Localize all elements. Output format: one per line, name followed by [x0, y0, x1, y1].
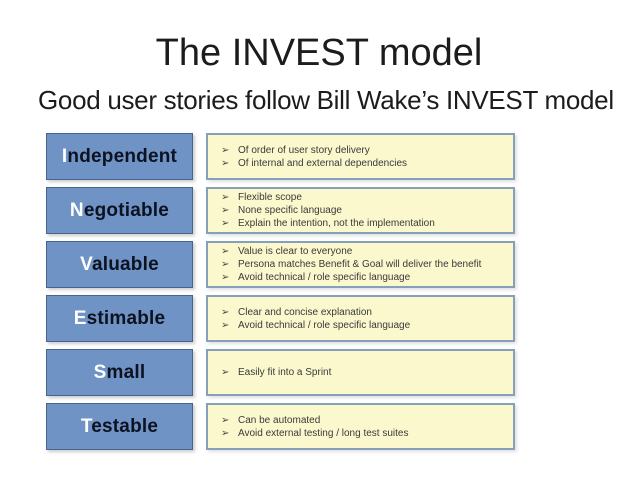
- bullet-item: ➢ Of internal and external dependencies: [221, 157, 507, 170]
- arrow-bullet-icon: ➢: [221, 192, 230, 203]
- term-box-estimable: Estimable: [46, 295, 193, 342]
- bullet-item: ➢ Avoid technical / role specific languag…: [221, 271, 507, 284]
- arrow-bullet-icon: ➢: [221, 259, 230, 270]
- term-label: Independent: [62, 146, 177, 168]
- bullet-text: Can be automated: [238, 414, 321, 426]
- page-title: The INVEST model: [155, 32, 483, 74]
- arrow-bullet-icon: ➢: [221, 144, 230, 156]
- bullet-item: ➢ Avoid external testing / long test suit…: [221, 427, 507, 440]
- term-box-testable: Testable: [46, 403, 193, 450]
- term-rest: egotiable: [83, 199, 170, 221]
- term-label: Negotiable: [70, 200, 169, 222]
- bullet-item: ➢ Can be automated: [221, 414, 507, 427]
- term-rest: stimable: [86, 307, 166, 329]
- arrow-bullet-icon: ➢: [221, 246, 230, 257]
- bullet-text: Clear and concise explanation: [238, 306, 372, 318]
- note-box-small: ➢ Easily fit into a Sprint: [206, 349, 515, 396]
- term-label: Estimable: [74, 308, 166, 330]
- bullet-item: ➢ Persona matches Benefit & Goal will del…: [221, 258, 507, 271]
- note-box-negotiable: ➢Flexible scope ➢None specific language …: [206, 187, 515, 234]
- invest-row-small: Small ➢ Easily fit into a Sprint: [46, 349, 515, 396]
- term-label: Testable: [81, 416, 158, 438]
- term-first-letter: N: [69, 199, 84, 221]
- bullet-item: ➢ Clear and concise explanation: [221, 306, 507, 319]
- arrow-bullet-icon: ➢: [221, 157, 230, 169]
- invest-row-valuable: Valuable ➢ Value is clear to everyone ➢ Pe…: [46, 241, 515, 288]
- invest-row-independent: Independent ➢ Of order of user story deli…: [46, 133, 515, 180]
- bullet-item: ➢ Avoid technical / role specific languag…: [221, 319, 507, 332]
- bullet-item: ➢ Of order of user story delivery: [221, 144, 507, 157]
- subtitle: Good user stories follow Bill Wake’s INV…: [38, 85, 614, 115]
- arrow-bullet-icon: ➢: [221, 427, 230, 439]
- bullet-item: ➢ Value is clear to everyone: [221, 245, 507, 258]
- term-first-letter: E: [73, 307, 87, 329]
- term-box-independent: Independent: [46, 133, 193, 180]
- bullet-item: ➢ Explain the intention, not the implemen…: [221, 217, 507, 230]
- term-box-negotiable: Negotiable: [46, 187, 193, 234]
- bullet-text: Explain the intention, not the implement…: [238, 218, 435, 229]
- term-rest: ndependent: [67, 145, 178, 167]
- note-box-valuable: ➢ Value is clear to everyone ➢ Persona mat…: [206, 241, 515, 288]
- note-box-testable: ➢ Can be automated ➢ Avoid external testin…: [206, 403, 515, 450]
- term-label: Valuable: [80, 254, 159, 276]
- bullet-text: Flexible scope: [238, 192, 302, 203]
- bullet-text: Of order of user story delivery: [238, 144, 370, 156]
- term-first-letter: S: [93, 361, 107, 383]
- bullet-text: Avoid technical / role specific language: [238, 272, 411, 283]
- arrow-bullet-icon: ➢: [221, 367, 230, 378]
- bullet-text: Avoid external testing / long test suite…: [238, 427, 409, 439]
- bullet-item: ➢ Flexible scope: [221, 191, 507, 204]
- term-label: Small: [94, 362, 146, 384]
- arrow-bullet-icon: ➢: [221, 319, 230, 331]
- term-first-letter: T: [80, 415, 92, 437]
- term-rest: mall: [106, 361, 146, 383]
- arrow-bullet-icon: ➢: [221, 205, 230, 216]
- invest-rows: Independent ➢ Of order of user story deli…: [46, 133, 515, 450]
- arrow-bullet-icon: ➢: [221, 306, 230, 318]
- term-first-letter: I: [61, 145, 68, 167]
- arrow-bullet-icon: ➢: [221, 414, 230, 426]
- bullet-text: Avoid technical / role specific language: [238, 319, 411, 331]
- bullet-text: None specific language: [238, 205, 342, 216]
- term-rest: estable: [91, 415, 159, 437]
- note-box-independent: ➢ Of order of user story delivery ➢ Of int…: [206, 133, 515, 180]
- bullet-text: Value is clear to everyone: [238, 246, 353, 257]
- note-box-estimable: ➢ Clear and concise explanation ➢ Avoid te…: [206, 295, 515, 342]
- invest-row-testable: Testable ➢ Can be automated ➢ Avoid extern…: [46, 403, 515, 450]
- term-box-valuable: Valuable: [46, 241, 193, 288]
- arrow-bullet-icon: ➢: [221, 218, 230, 229]
- bullet-text: Easily fit into a Sprint: [238, 367, 332, 378]
- term-rest: aluable: [91, 253, 159, 275]
- bullet-item: ➢ None specific language: [221, 204, 507, 217]
- bullet-text: Of internal and external dependencies: [238, 157, 408, 169]
- bullet-text: Persona matches Benefit & Goal will deli…: [238, 259, 482, 270]
- bullet-item: ➢ Easily fit into a Sprint: [221, 366, 507, 379]
- invest-row-negotiable: Negotiable ➢ Flexible scope ➢ None specifi…: [46, 187, 515, 234]
- term-first-letter: V: [80, 253, 92, 275]
- arrow-bullet-icon: ➢: [221, 272, 230, 283]
- term-box-small: Small: [46, 349, 193, 396]
- invest-row-estimable: Estimable ➢ Clear and concise explanation…: [46, 295, 515, 342]
